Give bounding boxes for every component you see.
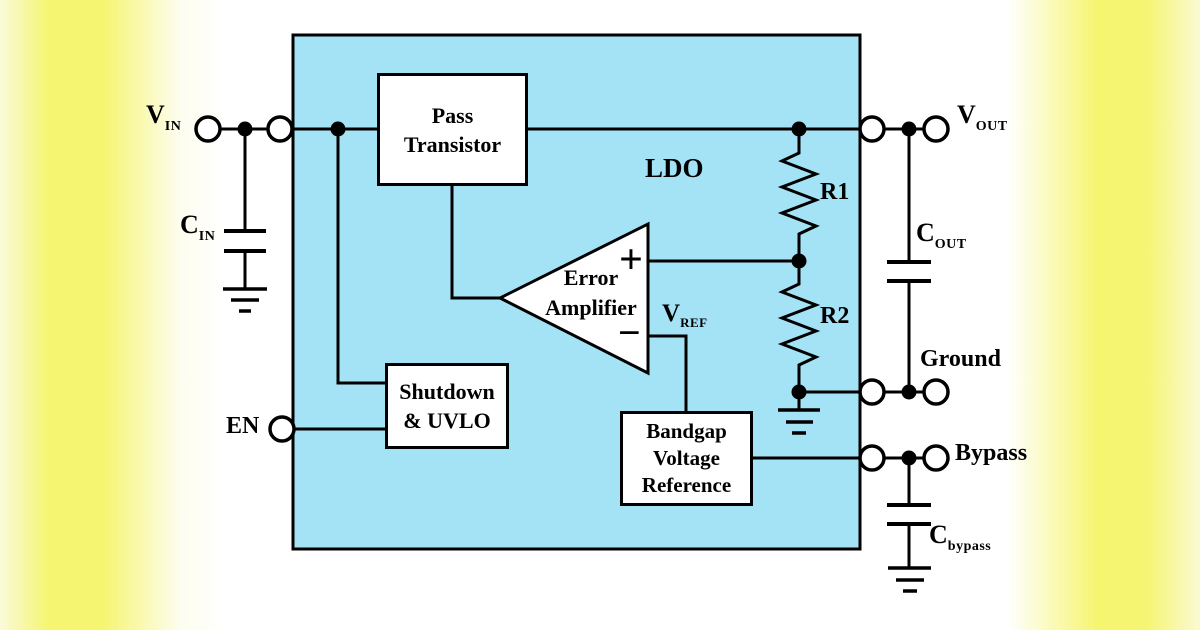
vref-label: VREF bbox=[662, 301, 708, 329]
r1-label: R1 bbox=[820, 179, 850, 205]
vin-pin-label: VIN bbox=[146, 102, 181, 134]
inverting-input-sign: − bbox=[618, 310, 641, 355]
vout-label-sub: OUT bbox=[975, 119, 1008, 134]
resistor-r1 bbox=[777, 129, 821, 261]
capacitor-cbypass bbox=[887, 503, 931, 526]
terminal-en-pin bbox=[268, 415, 296, 443]
terminal-vout-outer bbox=[922, 115, 950, 143]
junction-dot-feedback bbox=[791, 253, 807, 269]
bandgap-label-line2: Voltage bbox=[653, 446, 720, 470]
shutdown-label-line1: Shutdown bbox=[399, 379, 495, 404]
ground-symbol-cin bbox=[223, 287, 267, 313]
pass-transistor-block: Pass Transistor bbox=[377, 73, 528, 186]
vin-label-sub: IN bbox=[164, 119, 182, 134]
vref-wire bbox=[648, 334, 688, 411]
shutdown-feed-wire bbox=[336, 129, 385, 385]
vout-label-main: V bbox=[957, 100, 976, 129]
junction-dot-vin-cin bbox=[237, 121, 253, 137]
ldo-chip-label: LDO bbox=[645, 153, 704, 183]
terminal-vout-pin bbox=[858, 115, 886, 143]
error-amplifier-label: Error Amplifier bbox=[525, 263, 657, 323]
terminal-vin-pin bbox=[266, 115, 294, 143]
bypass-pin-label: Bypass bbox=[955, 440, 1028, 466]
bandgap-label-line3: Reference bbox=[641, 473, 732, 497]
junction-dot-vin-shutdown bbox=[330, 121, 346, 137]
pass-gate-wire bbox=[450, 185, 500, 300]
error-amplifier-label-line2: Amplifier bbox=[545, 295, 637, 320]
cbypass-label: Cbypass bbox=[929, 522, 991, 554]
terminal-bypass-pin bbox=[858, 444, 886, 472]
vref-label-sub: REF bbox=[680, 315, 708, 330]
r2-label: R2 bbox=[820, 303, 850, 329]
error-amplifier-triangle bbox=[496, 221, 650, 376]
terminal-vin-outer bbox=[194, 115, 222, 143]
resistor-r2 bbox=[777, 261, 821, 392]
shutdown-uvlo-block: Shutdown & UVLO bbox=[385, 363, 509, 449]
cbypass-label-sub: bypass bbox=[947, 539, 992, 554]
bandgap-reference-block: Bandgap Voltage Reference bbox=[620, 411, 753, 506]
ground-symbol-cbypass bbox=[888, 566, 931, 593]
cout-label: COUT bbox=[916, 220, 967, 252]
cbypass-label-main: C bbox=[929, 520, 948, 549]
junction-dot-vout bbox=[901, 121, 917, 137]
bandgap-label-line1: Bandgap bbox=[646, 419, 727, 443]
noninverting-input-sign: + bbox=[619, 237, 643, 283]
pass-transistor-label-line1: Pass bbox=[431, 102, 474, 128]
pass-transistor-label-line2: Transistor bbox=[403, 131, 502, 157]
junction-dot-r1-top bbox=[791, 121, 807, 137]
shutdown-label-line2: & UVLO bbox=[403, 408, 491, 433]
junction-dot-ground bbox=[901, 384, 917, 400]
cout-label-main: C bbox=[916, 218, 935, 247]
capacitor-cout bbox=[887, 260, 931, 283]
vref-label-main: V bbox=[662, 300, 681, 327]
cout-label-sub: OUT bbox=[934, 237, 967, 252]
junction-dot-bypass bbox=[901, 450, 917, 466]
vin-label-main: V bbox=[146, 100, 165, 129]
terminal-ground-pin bbox=[858, 378, 886, 406]
ground-pin-label: Ground bbox=[920, 346, 1001, 372]
error-amplifier-label-line1: Error bbox=[563, 265, 619, 290]
cin-label: CIN bbox=[180, 212, 215, 244]
cin-label-main: C bbox=[180, 210, 199, 239]
terminal-ground-outer bbox=[922, 378, 950, 406]
junction-dot-r2-bottom bbox=[791, 384, 807, 400]
en-pin-label: EN bbox=[226, 413, 260, 439]
ground-symbol-r2 bbox=[778, 408, 820, 435]
vout-pin-label: VOUT bbox=[957, 102, 1008, 134]
capacitor-cin bbox=[224, 229, 266, 253]
cin-label-sub: IN bbox=[198, 229, 216, 244]
terminal-bypass-outer bbox=[922, 444, 950, 472]
